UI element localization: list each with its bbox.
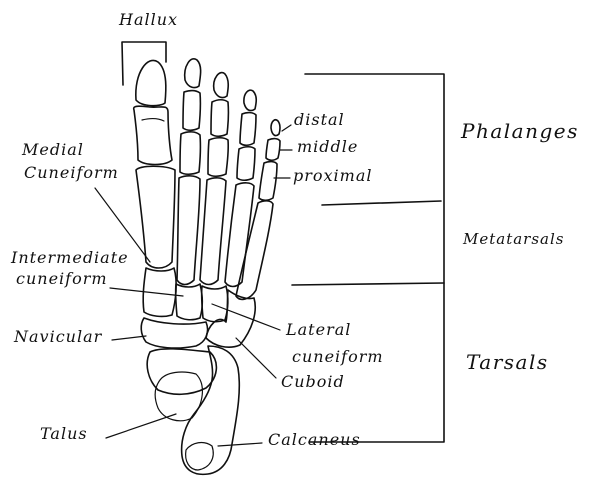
hallux-bracket [121,41,167,86]
toe3-middle [210,98,230,138]
label-navicular: Navicular [14,327,103,346]
leader-talus [105,413,177,439]
leader-intermediate-cuneiform [109,287,184,297]
label-talus: Talus [40,424,88,443]
label-lateral-cuneiform-line1: Lateral [286,320,352,339]
toe2-distal [183,58,202,89]
group-label-metatarsals: Metatarsals [463,230,565,248]
label-proximal: proximal [293,166,373,185]
first-metatarsal [135,165,176,269]
calcaneus-heel [185,441,214,471]
leader-navicular [111,335,147,341]
toe3-distal [212,71,230,99]
group-label-phalanges: Phalanges [461,119,579,143]
toe4-distal [243,89,258,112]
label-lateral-cuneiform-line2: cuneiform [292,347,384,366]
hallux-sesamoid-mark [141,118,165,122]
group-label-tarsals: Tarsals [466,350,549,374]
hallux-proximal-phalanx [132,105,173,166]
toe5-proximal [258,160,278,202]
label-distal: distal [294,110,345,129]
toe5-middle [265,137,281,162]
calcaneus-shape [180,345,241,476]
toe3-proximal [207,136,230,178]
fifth-metatarsal [235,200,274,301]
hallux-distal-phalanx [135,59,167,107]
phalanges-metatarsals-divider [321,200,442,206]
cuboid-shape [205,289,256,348]
label-cuboid: Cuboid [281,372,345,391]
leader-medial-cuneiform [94,187,151,263]
label-medial-cuneiform-line2: Cuneiform [24,163,119,182]
second-metatarsal [176,175,201,286]
third-metatarsal [199,177,227,286]
toe2-proximal [179,131,202,176]
group-bracket-left [304,73,445,443]
label-intermediate-cuneiform-line1: Intermediate [11,248,129,267]
intermediate-cuneiform-shape [174,283,204,321]
metatarsals-tarsals-divider [291,282,445,286]
fourth-metatarsal [224,182,255,288]
leader-distal [281,124,292,132]
medial-cuneiform-shape [142,267,177,318]
label-middle: middle [297,137,359,156]
toe4-middle [239,111,257,147]
leader-lateral-cuneiform [211,303,281,331]
label-medial-cuneiform-line1: Medial [22,140,84,159]
navicular-shape [140,317,209,349]
label-calcaneus: Calcaneus [268,430,361,449]
leader-cuboid [235,337,277,379]
lateral-cuneiform-shape [200,285,229,323]
label-intermediate-cuneiform-line2: cuneiform [16,269,108,288]
talus-shape [146,348,218,396]
leader-calcaneus [217,442,263,447]
toe4-proximal [236,145,256,182]
label-hallux: Hallux [119,10,179,29]
toe2-middle [182,89,202,132]
toe5-distal [270,119,281,137]
